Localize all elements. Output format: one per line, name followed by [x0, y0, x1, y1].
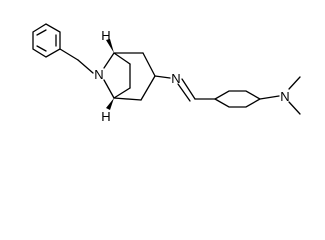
c1-to-c7-bond — [113, 52, 131, 65]
chemical-structure-diagram: N H H N N — [32, 23, 301, 124]
amine-nitrogen-label: N — [280, 89, 289, 104]
imine-nitrogen-label: N — [171, 71, 180, 86]
amine-n-label-bg — [279, 89, 291, 104]
imine-n-label-bg — [170, 71, 182, 86]
c3-to-c4-bond — [140, 75, 156, 101]
benzyl-linker — [59, 48, 94, 74]
imine-double-bond-b — [177, 83, 191, 102]
n-to-c1-bond — [103, 52, 115, 69]
bridgehead-h-bottom-label: H — [101, 109, 110, 124]
c4-to-c5-bond — [113, 97, 142, 101]
ch2-to-n-bond — [77, 59, 94, 74]
phenyl-inner-bond-1 — [36, 29, 47, 36]
n-methyl-bond-1 — [288, 76, 301, 90]
dimethylamino-group — [259, 76, 301, 115]
n-methyl-bond-2 — [288, 101, 301, 115]
n-to-c5-bond — [103, 79, 115, 99]
aryl-to-amine-bond — [259, 95, 280, 100]
bridgehead-h-top-label: H — [101, 28, 110, 43]
bridge-nitrogen-label: N — [94, 67, 103, 82]
aryl-ring — [213, 90, 262, 108]
bridge-n-label-bg — [93, 67, 105, 82]
aryl-ring-outline-a — [213, 90, 262, 108]
tropane-core — [103, 52, 156, 101]
c3-to-imine-n-bond — [154, 75, 171, 79]
imine-linkage — [154, 75, 216, 102]
imine-double-bond-a — [181, 78, 196, 100]
c6-to-c5-bond — [113, 87, 131, 99]
phenyl-inner-bond-3 — [36, 45, 47, 52]
wedge-bond-top — [106, 39, 114, 53]
c2-to-c3-bond — [142, 52, 156, 77]
phenyl-ring — [32, 23, 61, 58]
benzyl-ch2-bond — [59, 48, 79, 61]
wedge-bond-bottom — [106, 98, 114, 110]
